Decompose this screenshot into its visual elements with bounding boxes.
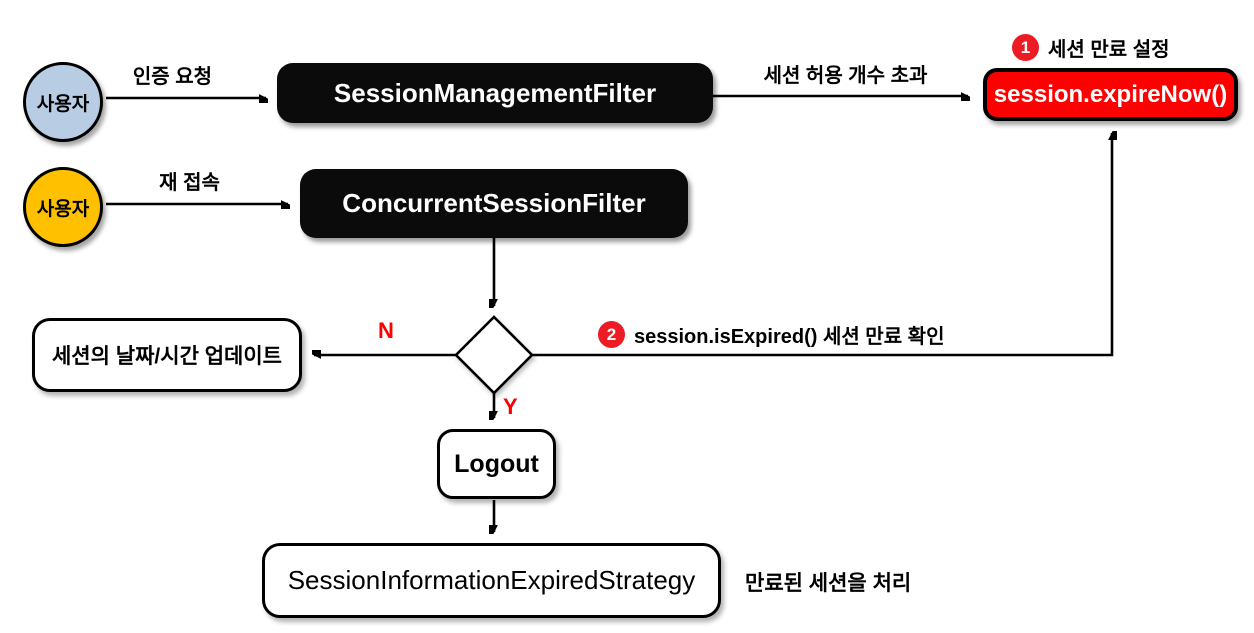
node-session-expire-now: session.expireNow(): [983, 68, 1238, 121]
actor-user-yellow-label: 사용자: [36, 198, 90, 220]
actor-user-yellow: 사용자: [23, 167, 103, 247]
node-update-session-datetime: 세션의 날짜/시간 업데이트: [32, 318, 302, 392]
arrow-expired-check: [533, 133, 1112, 357]
node-logout: Logout: [437, 429, 556, 499]
note-process-expired-session: 만료된 세션을 처리: [745, 572, 912, 595]
node-session-management-filter-label: SessionManagementFilter: [333, 77, 657, 108]
step2-annotation: 2 session.isExpired() 세션 만료 확인: [598, 320, 944, 349]
step2-number-badge: 2: [598, 321, 625, 348]
step2-text: session.isExpired() 세션 만료 확인: [634, 326, 945, 348]
node-session-information-expired-strategy-label: SessionInformationExpiredStrategy: [287, 565, 696, 595]
edge-label-yes: Y: [503, 394, 518, 419]
node-concurrent-session-filter: ConcurrentSessionFilter: [300, 169, 688, 238]
decision-diamond: [454, 315, 534, 395]
node-session-expire-now-label: session.expireNow(): [993, 80, 1228, 108]
edge-label-reconnect: 재 접속: [159, 172, 220, 194]
edge-label-auth-request: 인증 요청: [132, 66, 213, 88]
edge-label-no: N: [378, 318, 394, 343]
step1-text: 세션 만료 설정: [1048, 39, 1170, 61]
node-session-management-filter: SessionManagementFilter: [277, 63, 713, 123]
step1-number-badge: 1: [1012, 34, 1039, 61]
node-update-session-datetime-label: 세션의 날짜/시간 업데이트: [51, 345, 283, 368]
actor-user-blue-label: 사용자: [36, 93, 90, 115]
edge-label-session-exceed: 세션 허용 개수 초과: [763, 65, 928, 87]
node-concurrent-session-filter-label: ConcurrentSessionFilter: [342, 188, 646, 218]
node-logout-label: Logout: [454, 449, 539, 478]
node-session-information-expired-strategy: SessionInformationExpiredStrategy: [262, 543, 721, 618]
step1-annotation: 1 세션 만료 설정: [1012, 33, 1170, 62]
actor-user-blue: 사용자: [23, 62, 103, 142]
